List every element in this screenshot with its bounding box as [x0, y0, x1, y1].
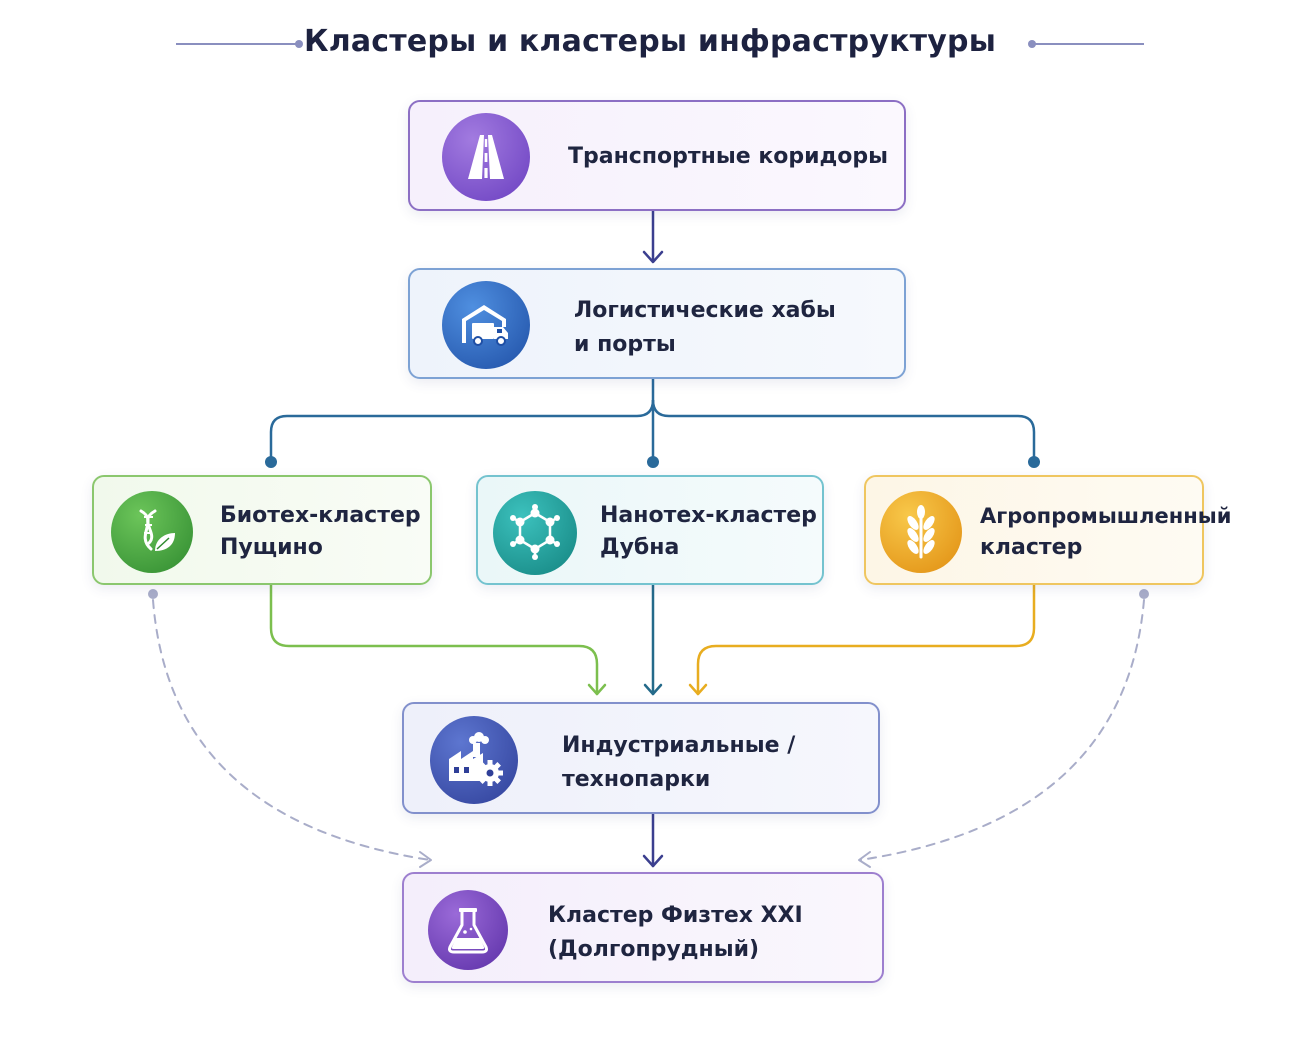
node-label-line1: Агропромышленный: [980, 504, 1232, 528]
diagram-header: Кластеры и кластеры инфраструктуры: [0, 14, 1300, 74]
node-label-line2: и порты: [574, 332, 676, 357]
arrow-bio-industrial: [269, 583, 607, 696]
warehouse-truck-icon: [442, 281, 530, 369]
dna-leaf-icon: [111, 491, 193, 573]
node-label-line2: кластер: [980, 535, 1083, 560]
node-label-line1: Кластер Физтех XXI: [548, 903, 803, 928]
wheat-icon: [880, 491, 962, 573]
arrow-nano-industrial: [643, 583, 663, 696]
node-biotech-cluster[interactable]: Биотех-кластер Пущино: [92, 475, 432, 585]
node-label-line2: Дубна: [600, 535, 680, 560]
arrow-transport-logistics: [642, 211, 664, 264]
title-right-dot: [1028, 40, 1036, 48]
title-right-rule: [1034, 43, 1144, 45]
node-label-line2: (Долгопрудный): [548, 937, 760, 962]
molecule-icon: [493, 491, 577, 575]
node-label-line2: технопарки: [562, 767, 711, 792]
branch-dot-nano: [647, 456, 659, 468]
dashed-arrow-agro-phystech: [858, 589, 1149, 868]
arrow-industrial-phystech: [642, 812, 664, 868]
factory-gear-icon: [430, 716, 518, 804]
dashed-arrow-bio-phystech: [148, 589, 432, 868]
title-left-dot: [295, 40, 303, 48]
title-left-rule: [176, 43, 298, 45]
node-transport-corridors[interactable]: Транспортные коридоры: [408, 100, 906, 211]
node-label: Транспортные коридоры: [568, 144, 889, 169]
branch-logistics-clusters: [269, 379, 1036, 462]
node-label-line1: Биотех-кластер: [220, 503, 421, 528]
road-icon: [442, 113, 530, 201]
node-label-line1: Индустриальные /: [562, 733, 796, 758]
node-label-line2: Пущино: [220, 535, 323, 560]
node-nanotech-cluster[interactable]: Нанотех-кластер Дубна: [476, 475, 824, 585]
node-industrial-parks[interactable]: Индустриальные / технопарки: [402, 702, 880, 814]
node-logistics-hubs[interactable]: Логистические хабы и порты: [408, 268, 906, 379]
node-label-line1: Логистические хабы: [574, 298, 836, 323]
branch-dot-bio: [265, 456, 277, 468]
branch-dot-agro: [1028, 456, 1040, 468]
flask-icon: [428, 890, 508, 970]
node-label-line1: Нанотех-кластер: [600, 503, 817, 528]
diagram-title: Кластеры и кластеры инфраструктуры: [303, 24, 997, 59]
node-phystech-cluster[interactable]: Кластер Физтех XXI (Долгопрудный): [402, 872, 884, 983]
node-agro-cluster[interactable]: Агропромышленный кластер: [864, 475, 1231, 585]
arrow-agro-industrial: [688, 583, 1036, 696]
